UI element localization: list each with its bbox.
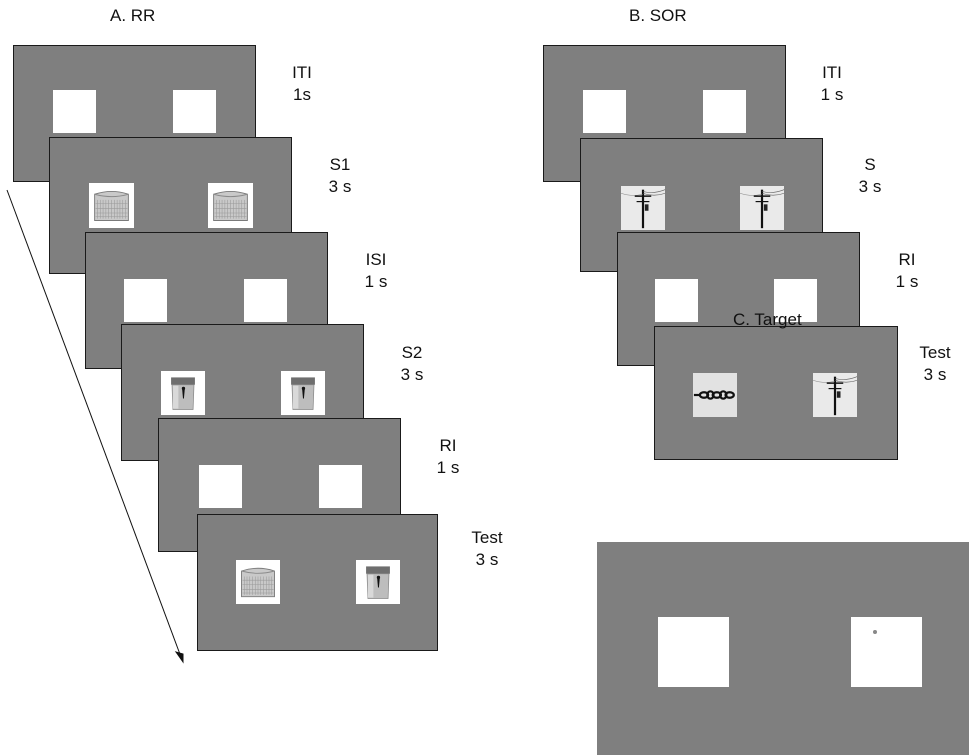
sor-iti-label: ITI 1 s xyxy=(797,62,867,106)
frame-duration: 3 s xyxy=(858,177,882,196)
frame-duration: 3 s xyxy=(475,550,499,569)
left-stimulus-box xyxy=(199,465,242,508)
frame-duration: 3 s xyxy=(328,177,352,196)
rr-s2-label: S2 3 s xyxy=(377,342,447,386)
frame-label: S2 xyxy=(401,343,423,362)
right-stimulus-box xyxy=(173,90,216,133)
utility-pole-icon xyxy=(740,186,784,230)
right-stimulus-box xyxy=(774,279,817,322)
frame-duration: 3 s xyxy=(400,365,424,384)
paper-shredder-icon xyxy=(161,371,205,415)
rr-ri-label: RI 1 s xyxy=(413,435,483,479)
air-conditioner-icon xyxy=(208,183,253,228)
left-stimulus-box xyxy=(583,90,626,133)
rr-s1-label: S1 3 s xyxy=(305,154,375,198)
frame-duration: 3 s xyxy=(923,365,947,384)
rr-iti-label: ITI 1s xyxy=(267,62,337,106)
frame-label: S xyxy=(864,155,876,174)
frame-label: Test xyxy=(471,528,503,547)
frame-label: ITI xyxy=(292,63,312,82)
frame-label: RI xyxy=(898,250,916,269)
right-stimulus-box xyxy=(244,279,287,322)
frame-duration: 1s xyxy=(293,85,311,104)
frame-label: ISI xyxy=(365,250,387,269)
frame-label: RI xyxy=(439,436,457,455)
air-conditioner-icon xyxy=(236,560,280,604)
rr-isi-label: ISI 1 s xyxy=(341,249,411,293)
sor-ri-label: RI 1 s xyxy=(872,249,942,293)
rr-test-screen xyxy=(197,514,438,651)
right-stimulus-box xyxy=(851,617,922,687)
panel-a-title: A. RR xyxy=(110,6,156,25)
target-screen xyxy=(597,542,969,755)
frame-duration: 1 s xyxy=(436,458,460,477)
frame-label: Test xyxy=(919,343,951,362)
paper-shredder-icon xyxy=(356,560,400,604)
sor-test-screen xyxy=(654,326,898,460)
paper-shredder-icon xyxy=(281,371,325,415)
chain-icon xyxy=(693,373,737,417)
frame-duration: 1 s xyxy=(895,272,919,291)
right-stimulus-box xyxy=(703,90,746,133)
utility-pole-icon xyxy=(813,373,857,417)
right-stimulus-box xyxy=(319,465,362,508)
rr-test-label: Test 3 s xyxy=(452,527,522,571)
air-conditioner-icon xyxy=(89,183,134,228)
sor-test-label: Test 3 s xyxy=(900,342,969,386)
panel-c-title: C. Target xyxy=(733,310,802,329)
target-dot xyxy=(873,630,877,634)
left-stimulus-box xyxy=(124,279,167,322)
left-stimulus-box xyxy=(658,617,729,687)
utility-pole-icon xyxy=(621,186,665,230)
sor-s-label: S 3 s xyxy=(835,154,905,198)
left-stimulus-box xyxy=(53,90,96,133)
frame-duration: 1 s xyxy=(820,85,844,104)
frame-label: S1 xyxy=(329,155,351,174)
panel-b-title: B. SOR xyxy=(629,6,687,25)
left-stimulus-box xyxy=(655,279,698,322)
frame-label: ITI xyxy=(822,63,842,82)
frame-duration: 1 s xyxy=(364,272,388,291)
